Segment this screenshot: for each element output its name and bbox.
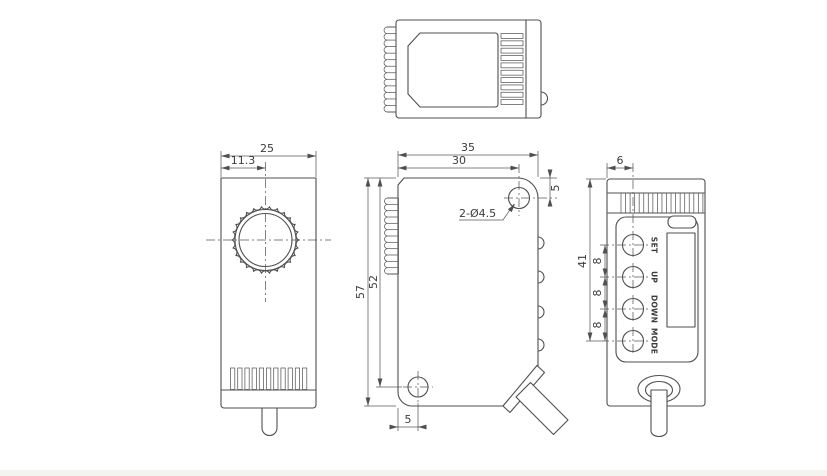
mode-button-label: MODE [650, 328, 659, 354]
dim-side-overall-width: 35 [461, 141, 475, 154]
down-button-label: DOWN [650, 295, 659, 323]
top-side-bump [540, 91, 549, 106]
back-display-window [666, 232, 696, 328]
footer-strip [0, 470, 827, 476]
side-cable [515, 381, 569, 436]
label-side-mounting-holes: 2-Ø4.5 [459, 207, 496, 220]
back-indicator-window [667, 215, 697, 229]
dim-side-hole-bottom-offset: 5 [405, 413, 412, 426]
dim-back-panel-span: 41 [576, 254, 589, 268]
dimension-arrowheads [221, 152, 633, 430]
up-button-label: UP [650, 271, 659, 283]
dim-back-button-offset: 6 [617, 154, 624, 167]
dim-side-hole-span: 30 [452, 154, 466, 167]
top-knurled-knob [383, 26, 397, 113]
front-bottom-band [220, 389, 317, 409]
dim-side-overall-height: 57 [354, 285, 367, 299]
dim-back-button-pitch-2: 8 [591, 290, 604, 297]
top-label-panel [407, 32, 499, 108]
side-knurled-ring [384, 197, 399, 275]
top-view [383, 19, 549, 119]
set-button-label: SET [650, 237, 659, 254]
back-cable [650, 389, 668, 437]
dim-side-hole-span-vertical: 52 [367, 275, 380, 289]
front-view: 25 11.3 [206, 142, 331, 436]
front-vent-slots [230, 367, 308, 390]
back-view: 6 41 8 8 8 SET UP DOWN MODE [576, 154, 706, 437]
back-control-panel [615, 216, 699, 363]
front-cable-stub [261, 407, 278, 436]
back-heatsink-ribs [620, 193, 704, 213]
side-edge-bumps [537, 236, 545, 352]
dim-front-lens-offset: 11.3 [231, 154, 256, 167]
dim-back-button-pitch-1: 8 [591, 258, 604, 265]
back-button-crosshairs [600, 231, 648, 355]
dim-back-button-pitch-3: 8 [591, 322, 604, 329]
side-view: 35 30 5 2-Ø4.5 57 52 5 [354, 141, 569, 436]
top-vent-slots [500, 33, 524, 105]
dim-front-overall-width: 25 [260, 142, 274, 155]
dim-side-hole-top-offset: 5 [549, 185, 562, 192]
